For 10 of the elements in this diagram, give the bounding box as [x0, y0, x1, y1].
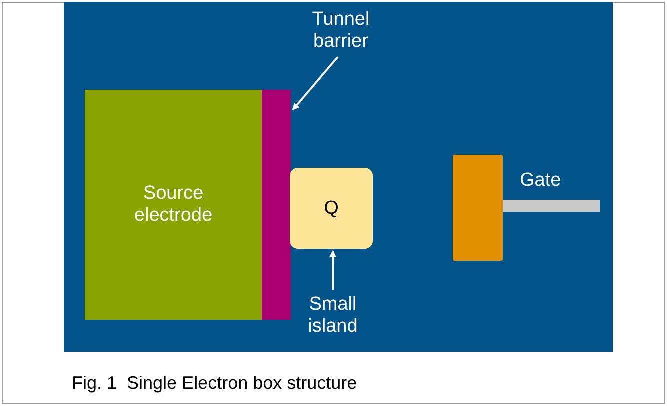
leader-arrow [292, 56, 339, 111]
tunnel-barrier [262, 90, 291, 320]
part-label: Tunnel barrier [296, 5, 386, 57]
source-electrode: Source electrode [85, 90, 262, 320]
leader-arrow [330, 250, 336, 290]
figure-caption: Fig. 1 Single Electron box structure [72, 373, 358, 394]
gate-electrode [453, 155, 503, 261]
part-label: Gate [520, 170, 562, 192]
part-label: Small island [296, 290, 370, 342]
island: Q [290, 168, 373, 249]
